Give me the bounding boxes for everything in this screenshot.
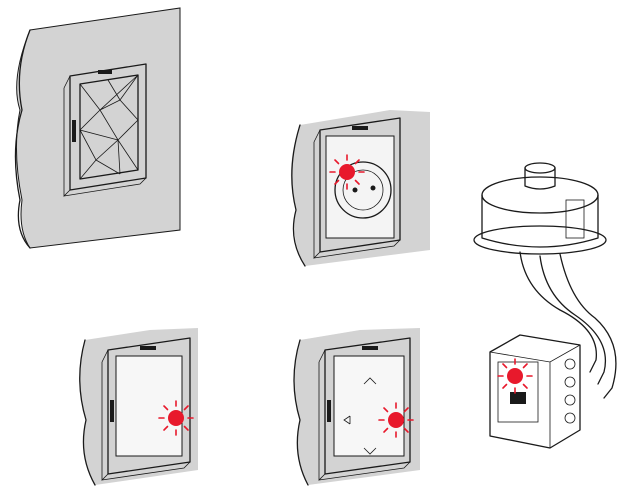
panel-motion-sensor xyxy=(15,8,180,248)
led-blink-icon xyxy=(330,155,364,189)
wires xyxy=(520,252,616,398)
panel-micro-module xyxy=(474,163,616,448)
mount-clip-top xyxy=(362,346,378,350)
micro-module-body xyxy=(490,335,580,448)
mount-clip-side xyxy=(110,400,114,422)
mount-clip-top xyxy=(98,70,112,74)
led-blink-icon xyxy=(159,401,193,435)
panel-shutter-switch xyxy=(294,328,420,485)
socket-pin-hole-left xyxy=(353,188,358,193)
led-blink-icon xyxy=(379,403,413,437)
module-button xyxy=(510,392,526,404)
mount-clip-top xyxy=(352,126,368,130)
mount-clip-top xyxy=(140,346,156,350)
rocker-face xyxy=(116,356,182,456)
panel-socket-outlet xyxy=(291,110,430,266)
mount-clip-side xyxy=(72,120,76,142)
socket-pin-hole-right xyxy=(371,186,376,191)
junction-box-dome xyxy=(474,163,606,254)
mount-clip-side xyxy=(327,400,331,422)
wall-section xyxy=(16,8,180,248)
led-blink-icon xyxy=(498,359,532,393)
panel-rocker-switch xyxy=(80,328,198,485)
shutter-face xyxy=(334,356,404,456)
